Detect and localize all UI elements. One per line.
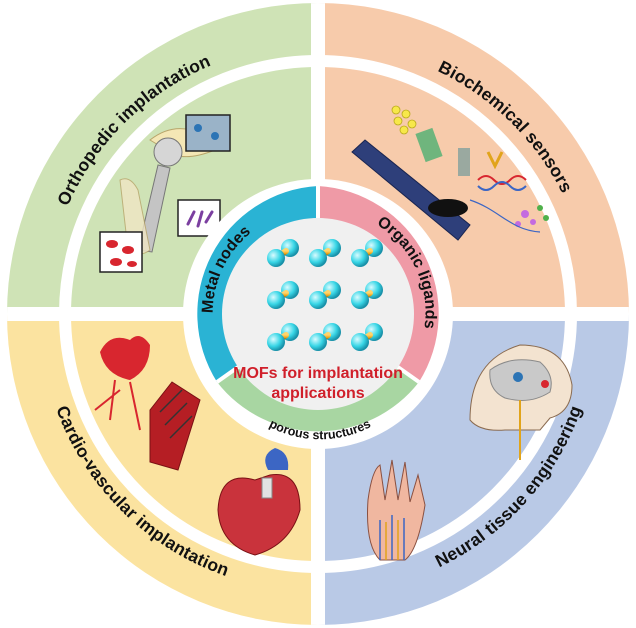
mof-node — [267, 333, 285, 351]
center-title-line2: applications — [271, 385, 364, 402]
mof-lattice-icon — [267, 239, 383, 351]
mof-node — [351, 333, 369, 351]
porous-structures-segment — [217, 365, 419, 432]
mof-node — [309, 333, 327, 351]
mof-node — [267, 249, 285, 267]
mof-node — [351, 249, 369, 267]
brain-hand-nerves-icon — [367, 344, 573, 561]
biosensor-chip-icon — [351, 105, 549, 241]
mof-node — [351, 291, 369, 309]
heart-stent-icon — [94, 336, 301, 556]
mof-node — [267, 291, 285, 309]
center-title-line1: MOFs for implantation — [233, 365, 403, 382]
mof-node — [309, 291, 327, 309]
mof-node — [309, 249, 327, 267]
ring-separator — [59, 55, 577, 573]
